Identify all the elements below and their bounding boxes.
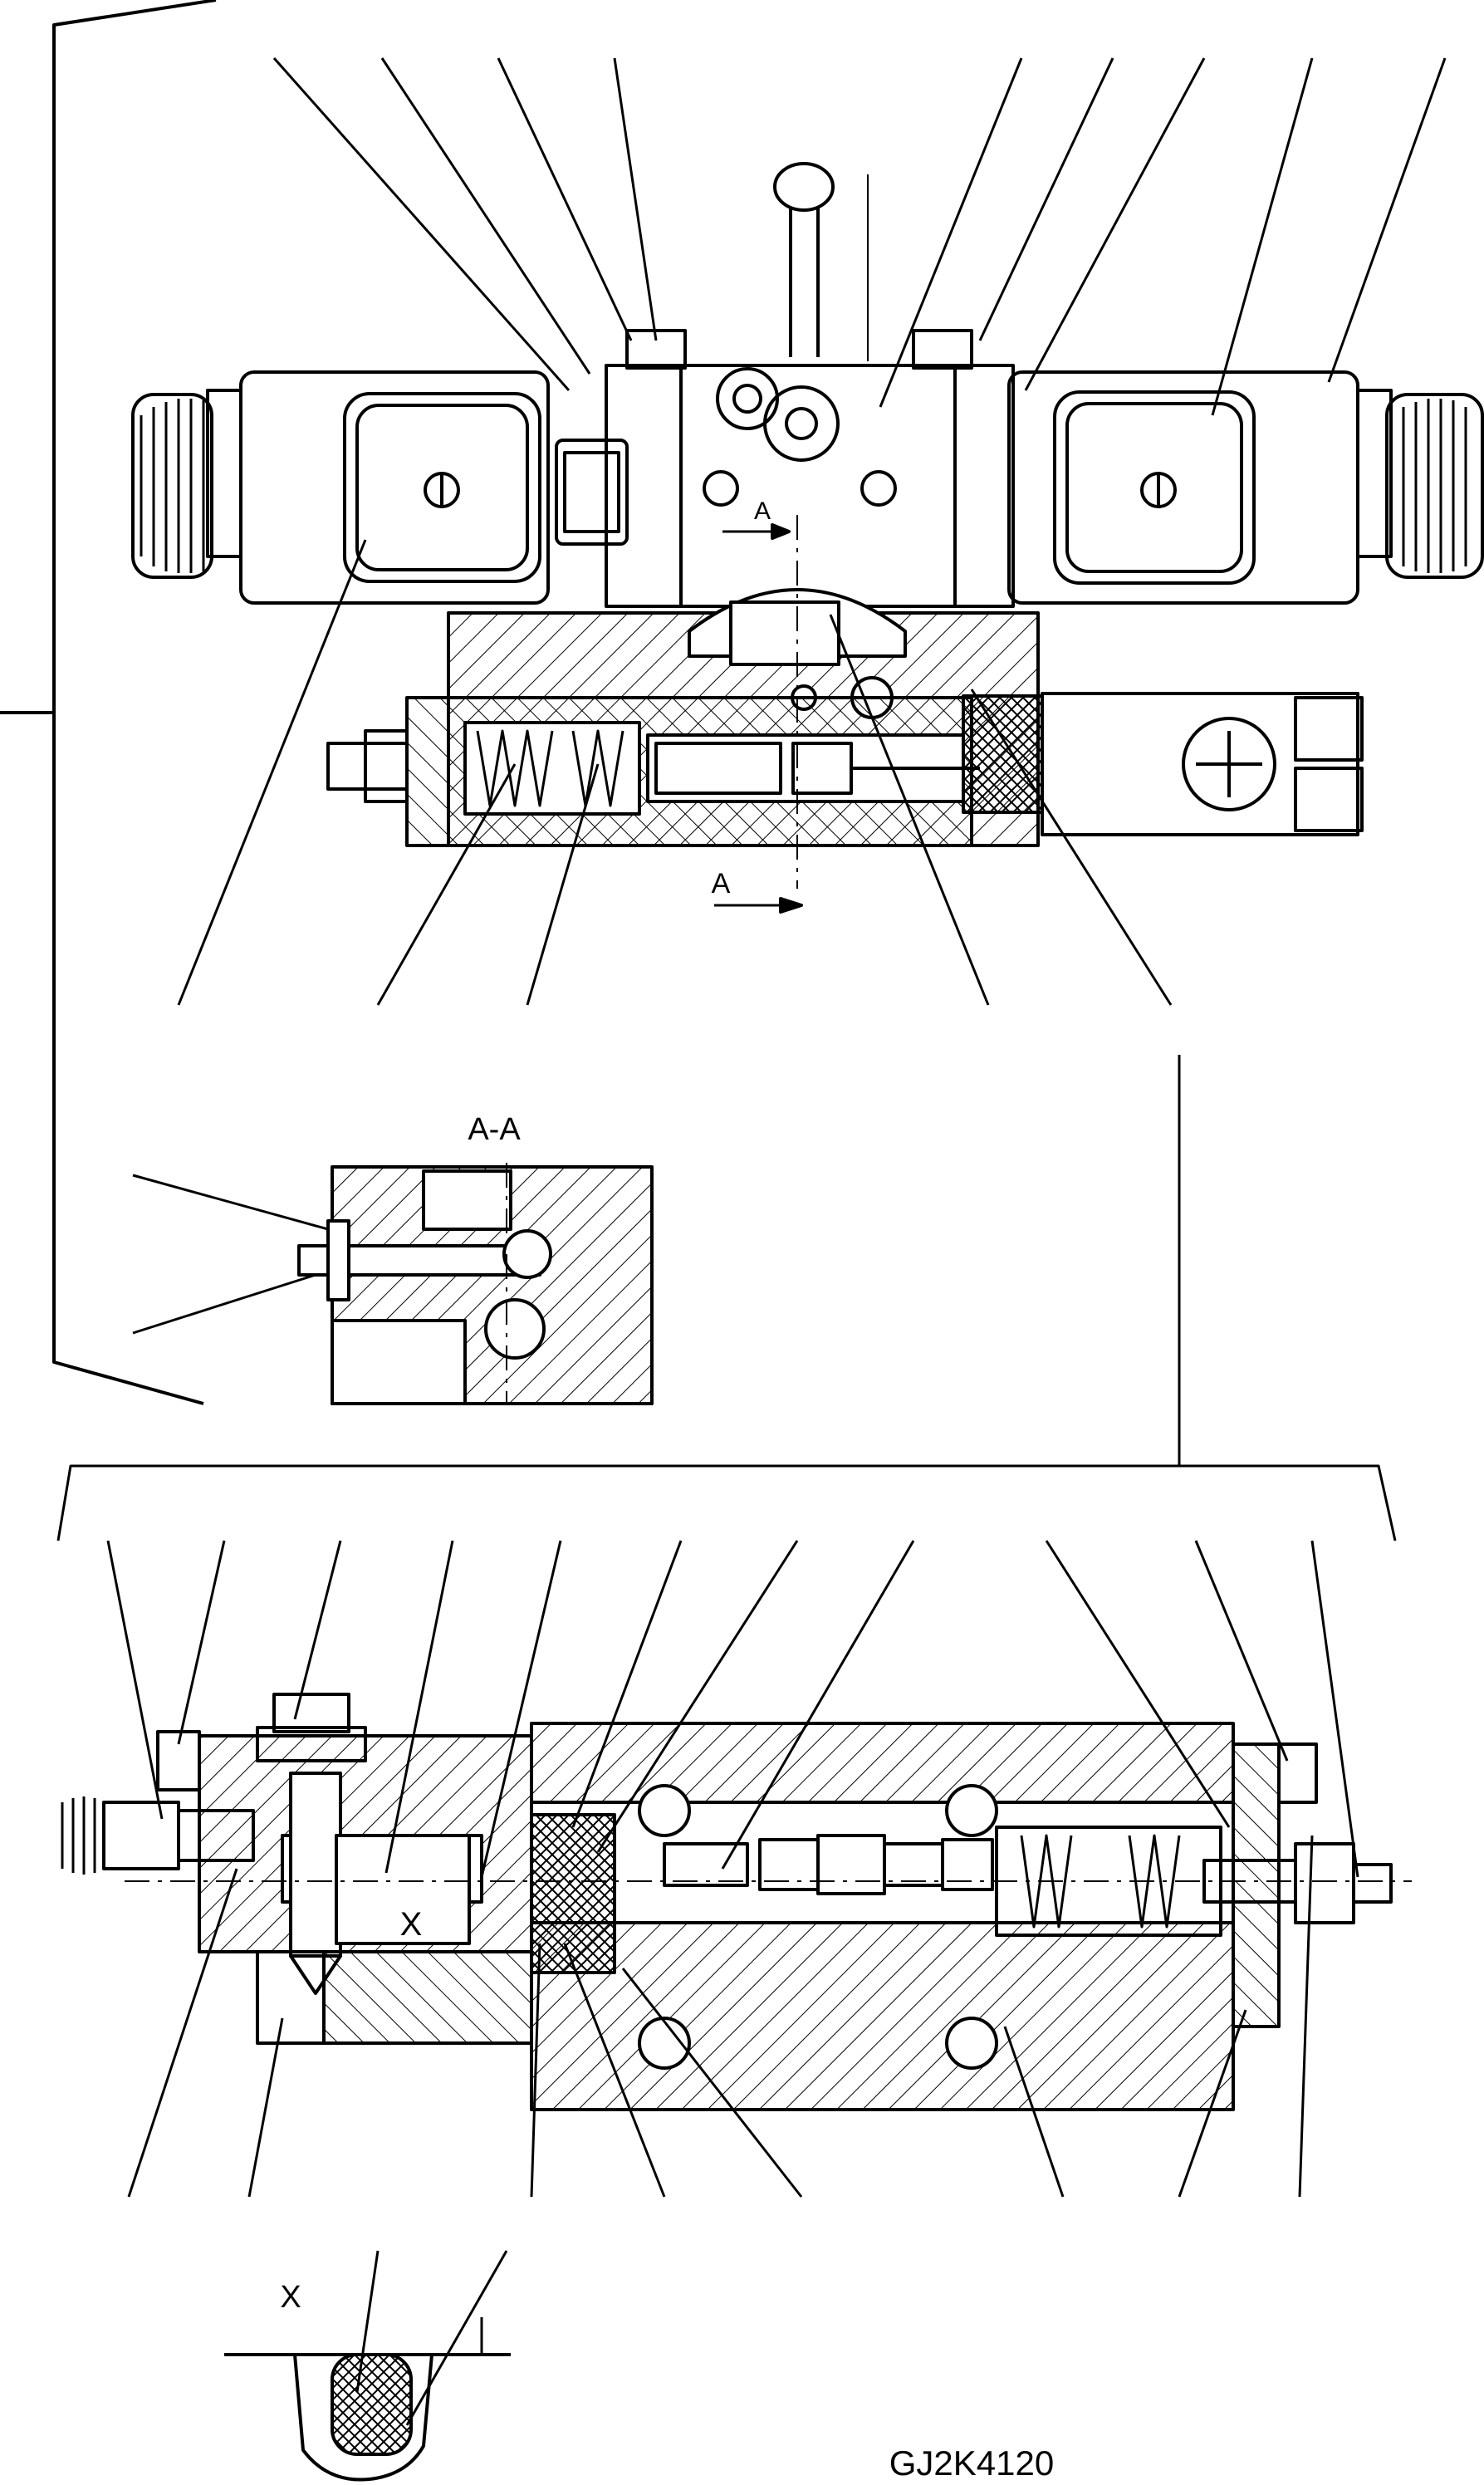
top-leader-lines-upper <box>272 57 1447 416</box>
detail-x-marker: X <box>400 1906 423 1943</box>
top-group-bracket <box>0 0 217 1405</box>
detail-x-seal <box>224 2250 511 2482</box>
section-arrow-bottom-label: A <box>712 868 731 899</box>
bottom-leader-lines-upper <box>106 1540 1359 1878</box>
section-arrow-top-label: A <box>754 497 771 525</box>
top-valve-assembly <box>131 162 1484 914</box>
figure-id: GJ2K4120 <box>889 2443 1054 2483</box>
bottom-valve-assembly <box>61 1693 1412 2111</box>
bottom-group-bracket <box>56 1464 1397 1541</box>
top-leader-lines-lower <box>177 539 1181 1466</box>
section-a-a <box>132 1163 654 1405</box>
detail-x-label: X <box>280 2280 301 2315</box>
section-a-a-label: A-A <box>468 1112 521 1147</box>
bottom-leader-lines-lower <box>127 1835 1314 2198</box>
